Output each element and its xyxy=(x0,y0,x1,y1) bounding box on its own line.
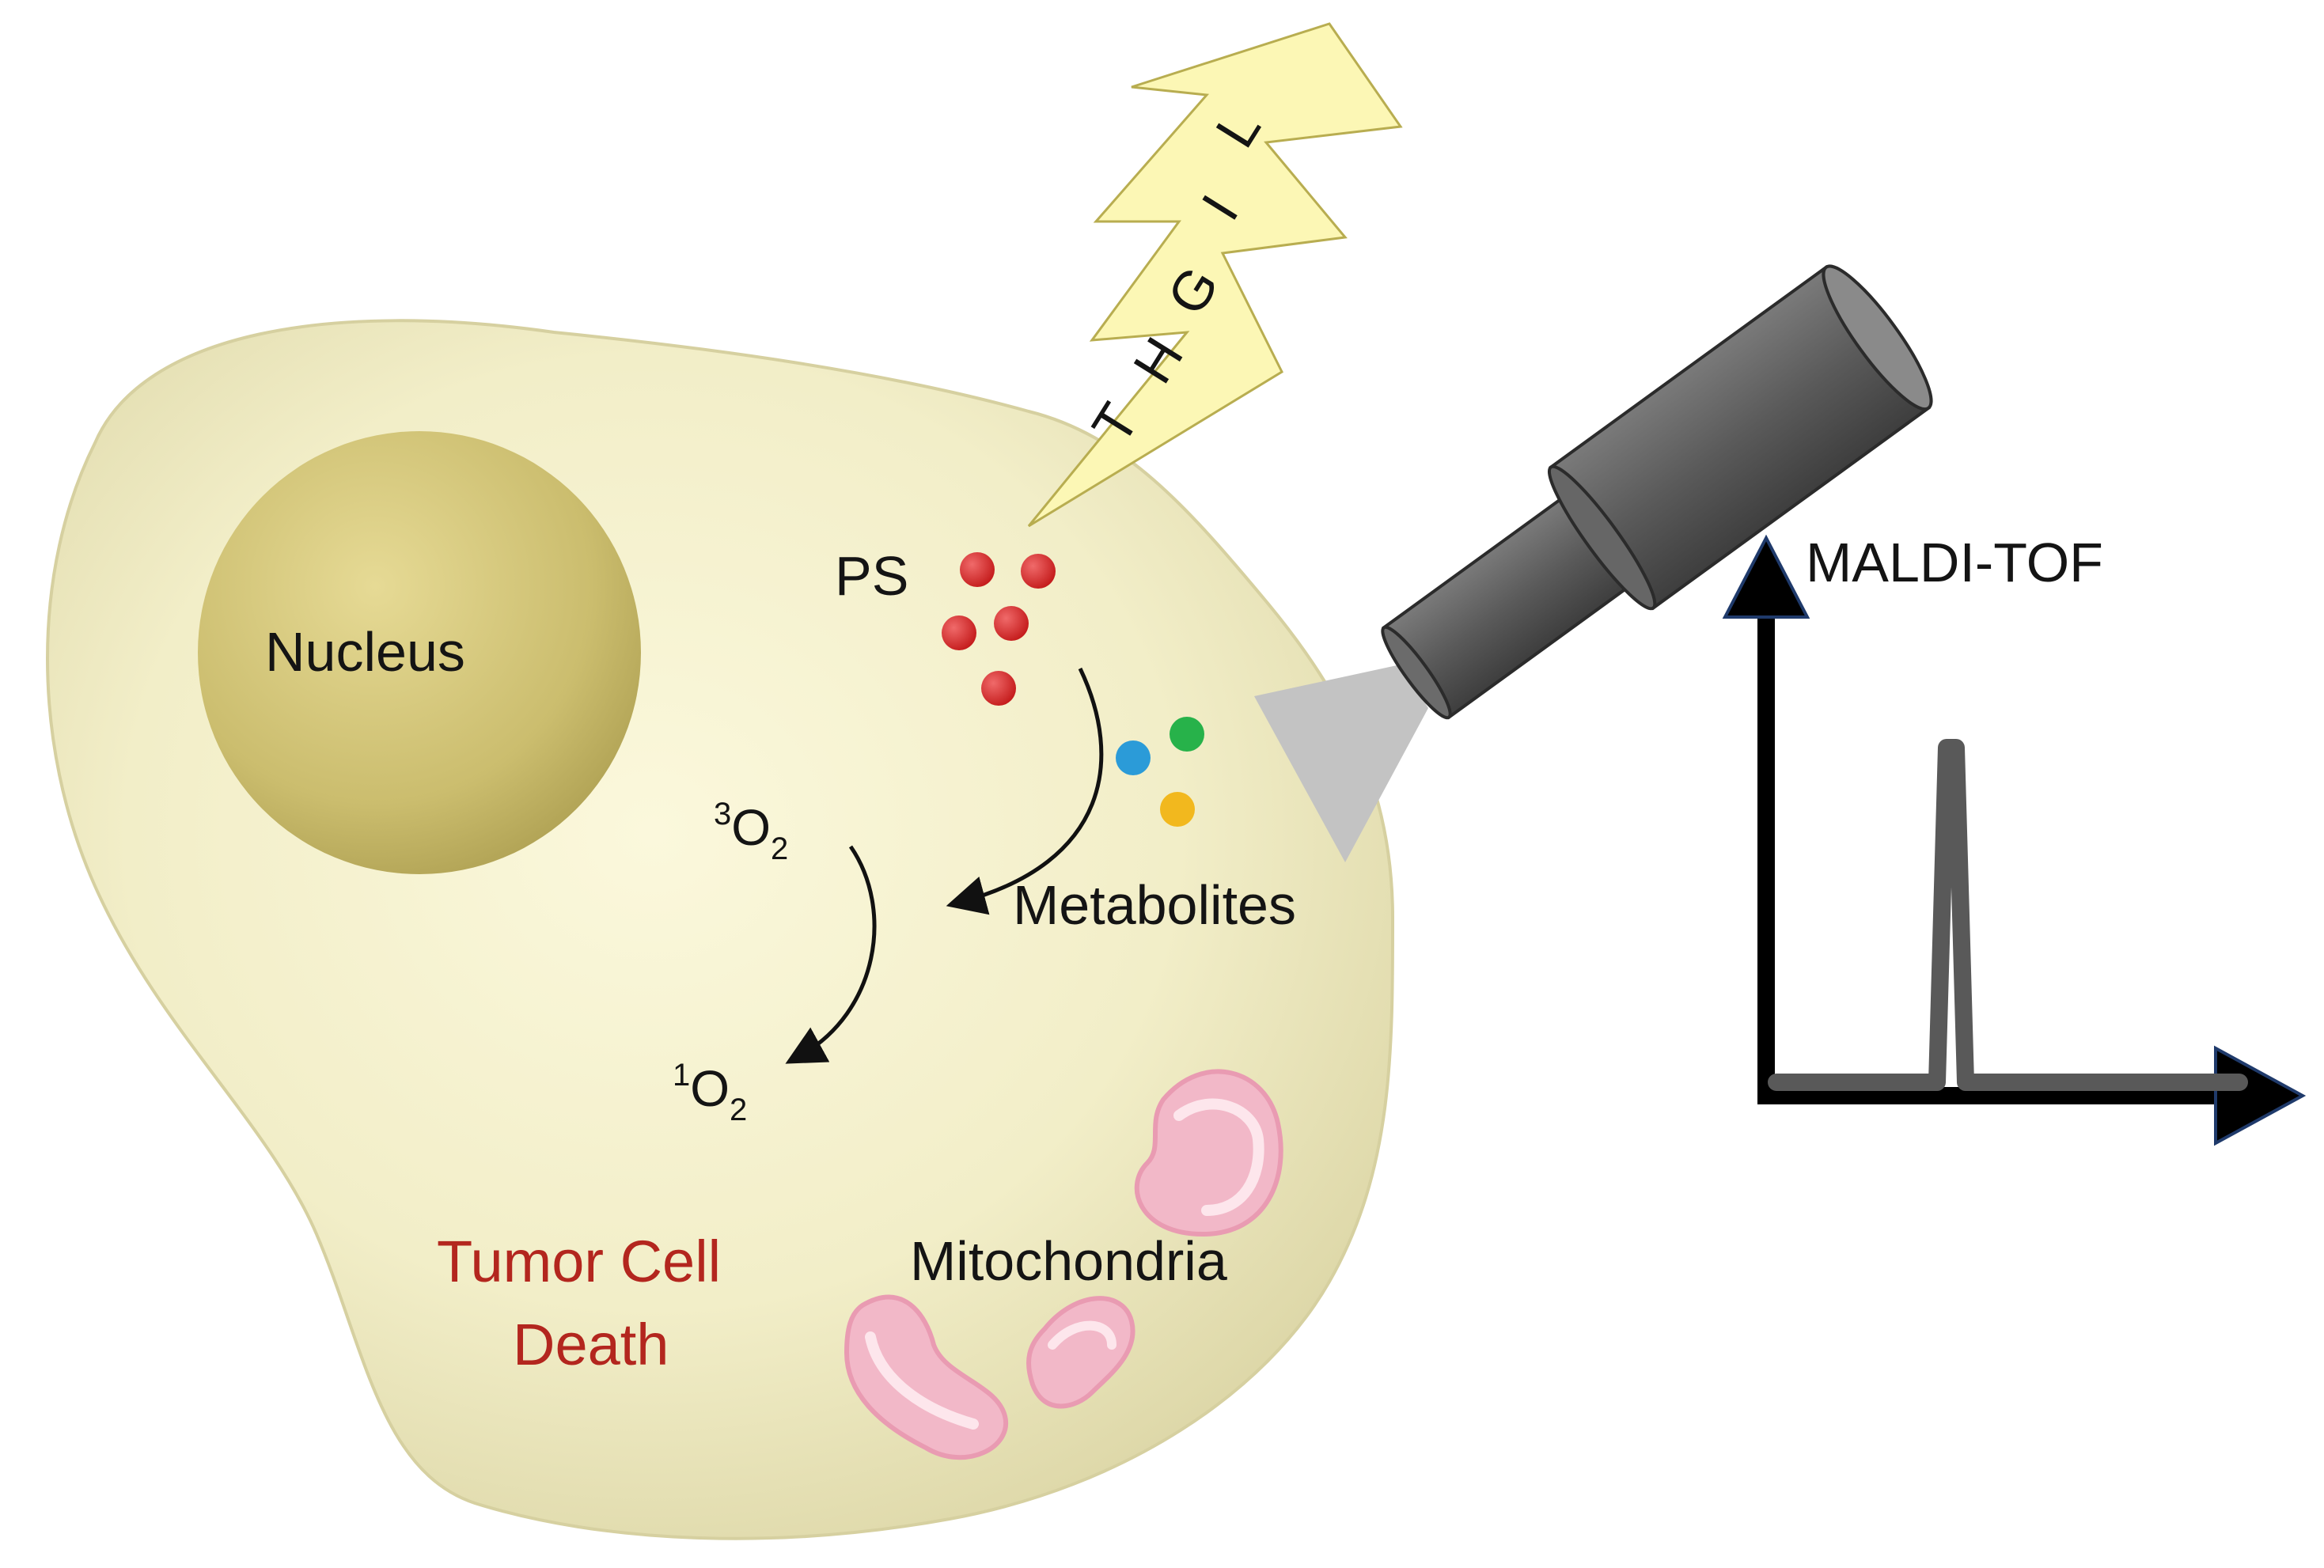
metabolite-dot-blue xyxy=(1116,740,1151,775)
ps-dot xyxy=(960,552,995,587)
metabolite-dot-yellow xyxy=(1160,792,1195,827)
spectrum-y-arrowhead xyxy=(1722,534,1810,619)
ps-dot xyxy=(942,615,976,650)
mitochondrion-inner xyxy=(1173,1098,1264,1216)
oxygen-conversion-arrow xyxy=(785,845,877,1064)
photosensitizer-dots xyxy=(942,552,1056,706)
triplet-oxygen-label: 3O2 xyxy=(714,797,788,866)
ps-dot xyxy=(1021,554,1056,589)
tumor-cell-death-line2: Death xyxy=(513,1312,669,1377)
mitochondrion-inner xyxy=(865,1331,979,1430)
spectrum-x-arrowhead xyxy=(2214,1045,2307,1146)
instrument-nozzle-face xyxy=(1381,625,1452,720)
ps-dot xyxy=(981,671,1016,706)
maldi-instrument xyxy=(1381,264,1933,720)
maldi-tof-label: MALDI-TOF xyxy=(1806,532,2103,593)
instrument-end-cap xyxy=(1822,264,1933,411)
instrument-step xyxy=(1547,464,1657,611)
metabolites-label: Metabolites xyxy=(1013,874,1296,936)
metabolite-dots xyxy=(1116,717,1204,827)
singlet-oxygen-label: 1O2 xyxy=(673,1058,747,1127)
mitochondria-label: Mitochondria xyxy=(910,1230,1227,1292)
laser-beam xyxy=(1254,665,1428,862)
mitochondrion xyxy=(1026,1296,1135,1409)
nucleus-label: Nucleus xyxy=(265,621,465,683)
light-bolt xyxy=(1027,22,1403,528)
metabolite-dot-green xyxy=(1170,717,1204,752)
mitochondria-group xyxy=(844,1069,1283,1460)
ps-label: PS xyxy=(835,545,908,607)
ps-to-metabolites-arrow xyxy=(946,667,1104,915)
mitochondrion-inner xyxy=(1048,1320,1117,1350)
mass-spectrum: MALDI-TOF xyxy=(1722,532,2307,1146)
nucleus xyxy=(198,431,641,874)
tumor-cell-death-line1: Tumor Cell xyxy=(437,1229,721,1294)
spectrum-trace xyxy=(1768,739,2248,1091)
ps-dot xyxy=(994,606,1029,641)
